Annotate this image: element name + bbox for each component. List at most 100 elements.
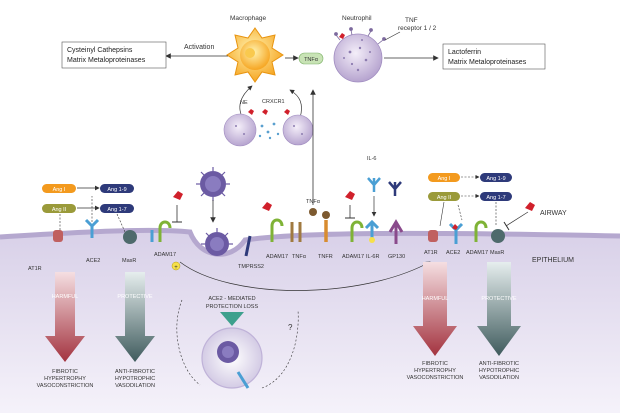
right-masr-label: MasR [490, 250, 504, 256]
svg-text:Ang 1-7: Ang 1-7 [486, 195, 505, 201]
svg-text:Ang II: Ang II [52, 207, 67, 213]
airway-label: AIRWAY [540, 210, 567, 217]
right-protective-effect-3: VASODILATION [479, 375, 519, 381]
lactoferrin-branch: Lactoferrin Matrix Metaloproteinases [384, 43, 546, 70]
loss-arrow [220, 312, 244, 326]
left-ang1-pill [42, 184, 76, 193]
right-at1r-receptor [428, 230, 438, 242]
lactoferrin-box [442, 43, 546, 70]
neutrophil-label: Neutrophil [342, 15, 372, 22]
left-adam17 [158, 220, 172, 242]
gp130-receptor [388, 219, 404, 244]
left-red-ligand-icon [173, 191, 183, 200]
adam17-right-center [350, 220, 364, 242]
tnfa-membrane-label: TNFα [292, 254, 307, 260]
tnfr-label: TNFR [318, 254, 333, 260]
svg-text:Ang 1-9: Ang 1-9 [486, 176, 505, 182]
gp130-label: GP130 [388, 254, 405, 260]
il6r-label: IL-6R [366, 254, 379, 260]
left-protective-label: PROTECTIVE [117, 294, 152, 300]
right-adam17 [474, 220, 488, 242]
loss-label-2: PROTECTION LOSS [206, 304, 259, 310]
neutrophil-small-2 [282, 114, 314, 146]
left-masr-receptor [123, 230, 137, 244]
left-ace2-label: ACE2 [86, 258, 100, 264]
protection-loss-group: ACE2 - MEDIATED PROTECTION LOSS ? [176, 296, 299, 389]
tmprss2-label: TMPRSS2 [238, 264, 264, 270]
recruitment-cluster: NE CRXCR1 [223, 85, 314, 147]
epithelium-label: EPITHELIUM [532, 257, 574, 264]
left-harmful-effect-1: FIBROTIC [52, 369, 78, 375]
cathepsins-box [61, 41, 167, 69]
macrophage-label: Macrophage [230, 15, 267, 22]
central-receptors: TNFα IL-6 ADAM17 TNFα TNFR ADAM17 IL-6R … [262, 156, 405, 260]
left-protective-effect-3: VASODILATION [115, 383, 155, 389]
left-ras-panel: Ang I Ang 1-9 Ang II Ang 1-7 AT1R ACE2 M… [28, 184, 176, 389]
macrophage-cell [226, 27, 284, 83]
tnfa-ligand [309, 208, 317, 216]
right-harmful-label: HARMFUL [422, 296, 449, 302]
ne-label: NE [240, 100, 248, 106]
right-harmful-effect-2: HYPERTROPHY [414, 368, 456, 374]
right-at1r-label: AT1R [424, 250, 438, 256]
virus-top [196, 167, 230, 201]
right-protective-effect-2: HYPOTROPHIC [479, 368, 519, 374]
tnfa-top-label: TNFα [306, 199, 321, 205]
neutrophil-receptors [334, 27, 386, 45]
left-masr-label: MasR [122, 258, 136, 264]
svg-text:Ang 1-9: Ang 1-9 [107, 187, 126, 193]
left-at1r-receptor [53, 230, 63, 242]
right-harmful-effect-3: VASOCONSTRICTION [407, 375, 464, 381]
left-protective-arrow [115, 272, 155, 362]
left-at1r-label: AT1R [28, 266, 42, 272]
svg-text:Ang I: Ang I [438, 176, 451, 182]
il6-ligand [367, 177, 381, 192]
cathepsins-line2: Matrix Metaloproteinases [67, 57, 146, 64]
left-harmful-effect-3: VASOCONSTRICTION [37, 383, 94, 389]
activation-label: Activation [184, 44, 214, 51]
macrophage-group: Macrophage [226, 15, 284, 83]
crxcr1-label: CRXCR1 [262, 99, 285, 105]
left-ang2-pill [42, 204, 76, 213]
neutrophil-cell [333, 33, 383, 83]
right-ang19-pill [480, 173, 512, 182]
left-protective-effect-2: HYPOTROPHIC [115, 376, 155, 382]
neutrophil-group: Neutrophil TNF receptor 1 / 2 [333, 15, 437, 83]
question-mark: ? [288, 323, 293, 332]
left-adam17-label: ADAM17 [154, 252, 176, 258]
right-protective-label: PROTECTIVE [481, 296, 516, 302]
right-ang1-pill [428, 173, 460, 182]
right-ras-panel: Ang I Ang 1-9 Ang II Ang 1-7 AT1R ACE2 A… [407, 173, 535, 381]
svg-text:Ang 1-7: Ang 1-7 [107, 207, 126, 213]
adam17-center-label: ADAM17 [266, 254, 288, 260]
svg-text:+: + [174, 265, 178, 271]
adam17-center [270, 218, 284, 242]
svg-text:TNFα: TNFα [304, 57, 319, 63]
lactoferrin-line1: Lactoferrin [448, 49, 481, 56]
left-harmful-arrow [45, 272, 85, 362]
tnf-ligand-icon [339, 33, 345, 39]
tnf-receptor-label-1: TNF [405, 17, 418, 24]
svg-text:Ang I: Ang I [53, 187, 66, 193]
activation-branch: Activation Cysteinyl Cathepsins Matrix M… [61, 41, 228, 69]
lactoferrin-line2: Matrix Metaloproteinases [448, 59, 527, 66]
right-protective-effect-1: ANTI-FIBROTIC [479, 361, 519, 367]
right-masr-receptor [491, 229, 505, 243]
il6-label: IL-6 [367, 156, 376, 162]
tnf-receptor-label-2: receptor 1 / 2 [398, 25, 437, 32]
right-harmful-effect-1: FIBROTIC [422, 361, 448, 367]
right-ang2-pill [428, 192, 460, 201]
adam17-b-label: ADAM17 [342, 254, 364, 260]
svg-text:Ang II: Ang II [437, 195, 452, 201]
left-ace2-receptor [84, 218, 100, 238]
right-adam17-label: ADAM17 [466, 250, 488, 256]
right-ace2-label: ACE2 [446, 250, 460, 256]
left-ang17-pill [100, 204, 134, 213]
left-harmful-effect-2: HYPERTROPHY [44, 376, 86, 382]
tnfa-pill: TNFα [285, 52, 324, 65]
right-harmful-arrow [413, 262, 457, 356]
neutrophil-small-1 [223, 113, 257, 147]
right-protective-arrow [477, 262, 521, 356]
